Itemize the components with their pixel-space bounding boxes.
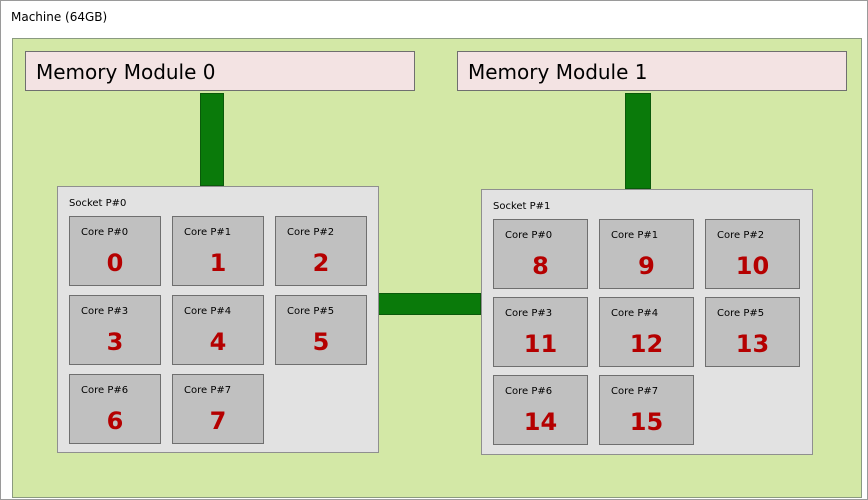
core-card[interactable]: Core P#7 15	[599, 375, 694, 445]
pu-number: 15	[629, 408, 664, 436]
pu-number: 7	[209, 407, 227, 435]
core-card[interactable]: Core P#1 9	[599, 219, 694, 289]
pu-number: 11	[523, 330, 558, 358]
pu-number: 4	[209, 328, 227, 356]
pu-number: 0	[106, 249, 124, 277]
core-card[interactable]: Core P#0 8	[493, 219, 588, 289]
pu-number: 10	[735, 252, 770, 280]
core-label: Core P#4	[611, 308, 659, 319]
core-label: Core P#3	[81, 306, 129, 317]
core-label: Core P#2	[287, 227, 335, 238]
core-card[interactable]: Core P#0 0	[69, 216, 161, 286]
core-label: Core P#1	[611, 230, 659, 241]
core-label: Core P#7	[184, 385, 232, 396]
core-label: Core P#6	[81, 385, 129, 396]
memory-module-0[interactable]: Memory Module 0	[25, 51, 415, 91]
core-label: Core P#0	[505, 230, 553, 241]
core-card[interactable]: Core P#6 14	[493, 375, 588, 445]
pu-number: 5	[312, 328, 330, 356]
core-label: Core P#5	[287, 306, 335, 317]
socket-title: Socket P#1	[493, 201, 551, 212]
pu-number: 14	[523, 408, 558, 436]
memory-link-1	[625, 93, 651, 189]
core-label: Core P#1	[184, 227, 232, 238]
machine-title: Machine (64GB)	[11, 10, 108, 24]
core-card[interactable]: Core P#1 1	[172, 216, 264, 286]
core-label: Core P#7	[611, 386, 659, 397]
memory-link-0	[200, 93, 224, 186]
socket-interconnect-link	[378, 293, 481, 315]
core-card[interactable]: Core P#2 10	[705, 219, 800, 289]
pu-number: 6	[106, 407, 124, 435]
memory-module-1[interactable]: Memory Module 1	[457, 51, 847, 91]
core-card[interactable]: Core P#5 13	[705, 297, 800, 367]
socket-1[interactable]: Socket P#1 Core P#0 8 Core P#1 9 Core P#…	[481, 189, 813, 455]
core-label: Core P#4	[184, 306, 232, 317]
pu-number: 12	[629, 330, 664, 358]
pu-number: 2	[312, 249, 330, 277]
core-card[interactable]: Core P#4 12	[599, 297, 694, 367]
core-card[interactable]: Core P#5 5	[275, 295, 367, 365]
socket-0[interactable]: Socket P#0 Core P#0 0 Core P#1 1 Core P#…	[57, 186, 379, 453]
core-label: Core P#3	[505, 308, 553, 319]
core-card[interactable]: Core P#2 2	[275, 216, 367, 286]
core-card[interactable]: Core P#4 4	[172, 295, 264, 365]
core-card[interactable]: Core P#3 3	[69, 295, 161, 365]
core-label: Core P#6	[505, 386, 553, 397]
socket-title: Socket P#0	[69, 198, 127, 209]
core-card[interactable]: Core P#3 11	[493, 297, 588, 367]
pu-number: 8	[532, 252, 549, 280]
core-label: Core P#0	[81, 227, 129, 238]
pu-number: 3	[106, 328, 124, 356]
core-label: Core P#2	[717, 230, 765, 241]
pu-number: 13	[735, 330, 770, 358]
core-label: Core P#5	[717, 308, 765, 319]
core-card[interactable]: Core P#6 6	[69, 374, 161, 444]
pu-number: 9	[638, 252, 655, 280]
core-card[interactable]: Core P#7 7	[172, 374, 264, 444]
pu-number: 1	[209, 249, 227, 277]
